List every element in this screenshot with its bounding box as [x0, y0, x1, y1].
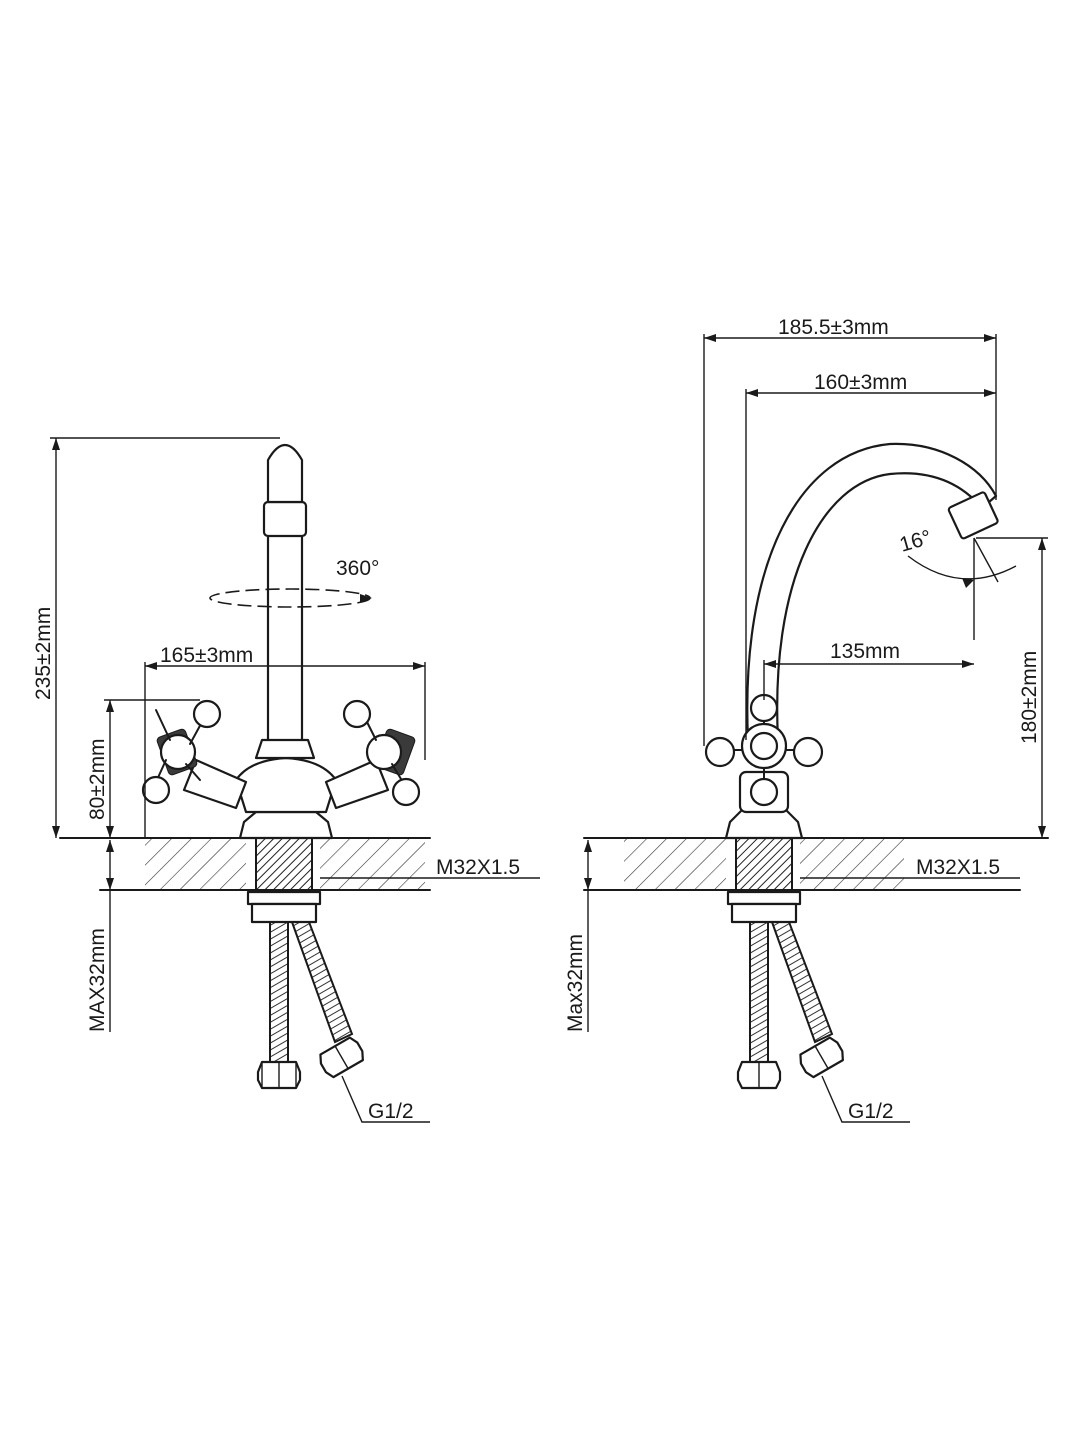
max-thickness-label-side: Max32mm — [564, 934, 587, 1032]
angle-label: 16° — [897, 526, 934, 557]
max-thickness-label: MAX32mm — [86, 928, 109, 1032]
right-handle — [324, 699, 421, 810]
front-view: 360° 235±2mm 165±3mm 80±2mm — [32, 437, 540, 1123]
countertop-section — [59, 837, 431, 891]
reach-spout-label: 160±3mm — [814, 371, 907, 394]
spout-front — [254, 443, 316, 760]
spout-height-label: 180±2mm — [1018, 651, 1041, 744]
reach-center-label: 135mm — [830, 640, 900, 663]
rotation-label: 360° — [336, 557, 379, 580]
hoses-side — [736, 921, 844, 1090]
dim-handle-height: 80±2mm — [86, 699, 200, 838]
faucet-base — [234, 756, 338, 840]
side-handle — [704, 693, 824, 807]
dim-total-height: 235±2mm — [32, 437, 280, 838]
thread-label: M32X1.5 — [436, 856, 520, 879]
dim-reach-spout: 160±3mm — [745, 371, 996, 740]
spout-side — [746, 442, 999, 742]
left-handle — [141, 699, 248, 810]
dim-reach-total: 185.5±3mm — [703, 316, 997, 746]
dim-max-thickness: MAX32mm — [86, 840, 114, 1032]
side-view: 16° 185.5±3mm 160±3mm 135mm — [564, 316, 1049, 1123]
threaded-shank — [246, 837, 322, 924]
threaded-shank-side — [726, 837, 802, 924]
dim-reach-center: 135mm — [763, 640, 974, 700]
height-total-label: 235±2mm — [32, 607, 55, 700]
handle-span-label: 165±3mm — [160, 644, 253, 667]
reach-total-label: 185.5±3mm — [778, 316, 889, 339]
dim-max-thickness-side: Max32mm — [564, 840, 592, 1032]
dim-spout-height: 180±2mm — [976, 537, 1048, 838]
angle-indicator: 16° — [897, 526, 1017, 640]
hose-connection-label: G1/2 — [368, 1100, 414, 1123]
handle-height-label: 80±2mm — [86, 738, 109, 820]
hoses — [256, 921, 364, 1090]
thread-label-side: M32X1.5 — [916, 856, 1000, 879]
dim-handle-span: 165±3mm — [144, 644, 426, 838]
hose-connection-label-side: G1/2 — [848, 1100, 894, 1123]
